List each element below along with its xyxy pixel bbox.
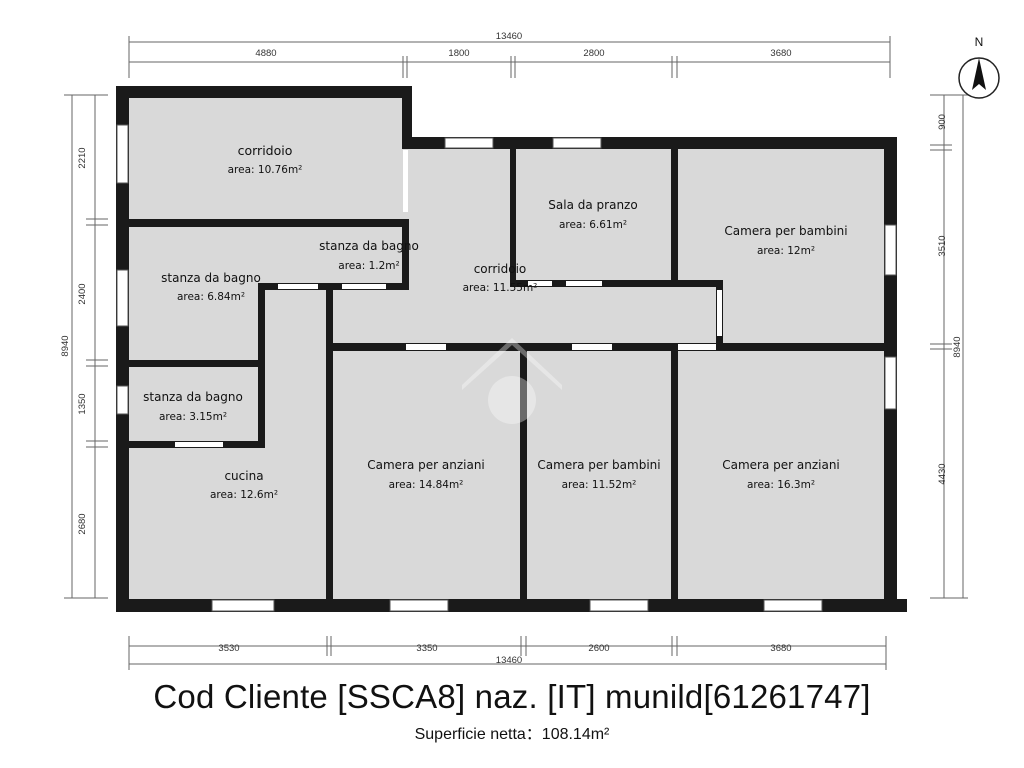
room-name-corridoio-top: corridoio	[238, 143, 293, 158]
room-area-sala-pranzo: area: 6.61m²	[559, 219, 627, 231]
room-name-camera-bambini-ne: Camera per bambini	[724, 224, 847, 238]
room-area-camera-anziani-se: area: 16.3m²	[747, 479, 815, 491]
room-name-sala-pranzo: Sala da pranzo	[548, 198, 637, 212]
dim-right-seg-1: 900	[937, 114, 948, 130]
dimension-lines	[64, 36, 968, 670]
dim-top-seg-1: 4880	[255, 48, 276, 59]
north-label: N	[975, 35, 984, 49]
watermark-logo	[462, 338, 562, 424]
room-name-bagno-lower: stanza da bagno	[143, 390, 243, 404]
room-area-camera-anziani-s1: area: 14.84m²	[389, 479, 464, 491]
dim-top-seg-4: 3680	[770, 48, 791, 59]
dim-bottom-seg-4: 3680	[770, 643, 791, 654]
room-area-corridoio-center: area: 11.55m²	[463, 282, 538, 294]
dim-right-total: 8940	[952, 336, 963, 357]
dim-right-seg-3: 4430	[937, 463, 948, 484]
dim-bottom-seg-1: 3530	[218, 643, 239, 654]
north-compass-icon: N	[958, 35, 1000, 99]
room-name-bagno-mid: stanza da bagno	[161, 271, 261, 285]
dim-bottom-seg-2: 3350	[416, 643, 437, 654]
room-name-camera-anziani-s1: Camera per anziani	[367, 458, 485, 472]
dim-left-seg-2: 2400	[77, 283, 88, 304]
dim-left-seg-1: 2210	[77, 147, 88, 168]
room-area-bagno-lower: area: 3.15m²	[159, 411, 227, 423]
client-code-title: Cod Cliente [SSCA8] naz. [IT] munild[612…	[153, 678, 871, 715]
room-name-cucina: cucina	[224, 469, 263, 483]
room-area-camera-bambini-s: area: 11.52m²	[562, 479, 637, 491]
dim-top-seg-3: 2800	[583, 48, 604, 59]
room-name-corridoio-center: corridoio	[474, 262, 527, 276]
door-openings	[175, 150, 722, 447]
dim-top-seg-2: 1800	[448, 48, 469, 59]
room-name-camera-anziani-se: Camera per anziani	[722, 458, 840, 472]
room-name-camera-bambini-s: Camera per bambini	[537, 458, 660, 472]
room-area-camera-bambini-ne: area: 12m²	[757, 245, 815, 257]
room-area-bagno-mid: area: 6.84m²	[177, 291, 245, 303]
room-area-cucina: area: 12.6m²	[210, 489, 278, 501]
dim-bottom-seg-3: 2600	[588, 643, 609, 654]
room-name-bagno-small: stanza da bagno	[319, 239, 419, 253]
dim-left-seg-3: 1350	[77, 393, 88, 414]
windows	[116, 124, 897, 612]
net-surface-subtitle: Superficie netta：108.14m²	[414, 726, 610, 743]
dim-left-total: 8940	[60, 335, 71, 356]
dim-right-seg-2: 3510	[937, 235, 948, 256]
room-area-bagno-small: area: 1.2m²	[338, 260, 399, 272]
room-area-corridoio-top: area: 10.76m²	[228, 164, 303, 176]
dim-bottom-total: 13460	[496, 655, 522, 666]
dim-top-total: 13460	[496, 31, 522, 42]
dim-left-seg-4: 2680	[77, 513, 88, 534]
